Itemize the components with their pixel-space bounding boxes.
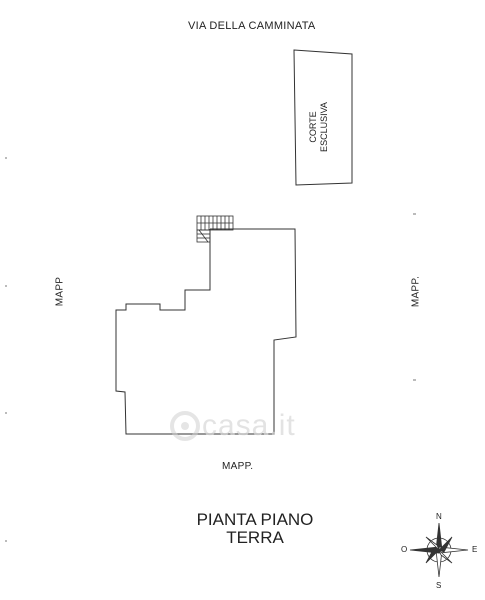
plan-title-line2: TERRA [226, 528, 284, 547]
compass-east-label: E [472, 545, 478, 554]
staircase [196, 215, 234, 243]
plan-title-line1: PIANTA PIANO [196, 510, 314, 529]
left-parcel-label: MAPP [54, 276, 66, 307]
right-parcel-label: MAPP. [410, 275, 422, 308]
courtyard-label-line2: ESCLUSIVA [319, 102, 329, 152]
compass-west-label: O [401, 545, 408, 554]
watermark-logo [170, 411, 200, 441]
building-outline [115, 228, 297, 435]
bottom-parcel-label: MAPP. [222, 461, 254, 472]
courtyard-outline [293, 49, 353, 186]
edge-ticks [5, 157, 416, 542]
courtyard-label-line1: CORTE [308, 111, 318, 143]
compass-rose [409, 522, 469, 578]
watermark-text: casa.it [202, 409, 296, 442]
courtyard-label: CORTE ESCLUSIVA [308, 87, 338, 167]
street-label: VIA DELLA CAMMINATA [188, 20, 316, 32]
compass-north-label: N [436, 512, 442, 521]
compass-south-label: S [436, 581, 442, 590]
